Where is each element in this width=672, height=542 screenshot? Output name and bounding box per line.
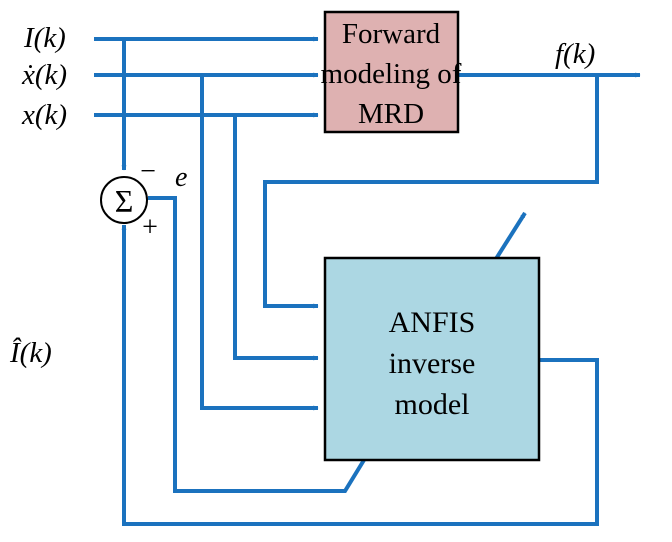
anfis-inverse-model-block: [323, 256, 541, 462]
forward-label-line-2: modeling of: [321, 58, 462, 90]
label-i-k: I(k): [23, 22, 66, 54]
line-xdot-to-anfis: [200, 75, 319, 411]
forward-model-block: [323, 10, 460, 134]
line-error-to-anfis: [148, 196, 366, 493]
forward-label-line-3: MRD: [358, 98, 424, 130]
label-e: e: [175, 162, 187, 193]
label-x-k: x(k): [21, 99, 67, 131]
label-f-k: f(k): [555, 38, 595, 70]
label-xdot-k: ẋ(k): [21, 59, 67, 91]
line-x-to-anfis: [233, 115, 319, 361]
summer-minus-sign: −: [140, 156, 156, 187]
line-anfis-output-feedback: [121, 224, 599, 526]
summer-sigma: Σ: [115, 183, 134, 219]
summing-junction: [100, 176, 148, 224]
connections: [94, 36, 641, 526]
adaptation-arrow: [492, 211, 527, 264]
anfis-label-line-3: model: [395, 388, 470, 421]
anfis-label-line-1: ANFIS: [389, 306, 476, 339]
anfis-label-line-2: inverse: [389, 347, 476, 380]
label-ihat-k: Î(k): [9, 336, 52, 369]
summer-plus-sign: +: [142, 212, 158, 243]
forward-label-line-1: Forward: [342, 18, 441, 50]
line-f-to-anfis: [263, 75, 599, 309]
